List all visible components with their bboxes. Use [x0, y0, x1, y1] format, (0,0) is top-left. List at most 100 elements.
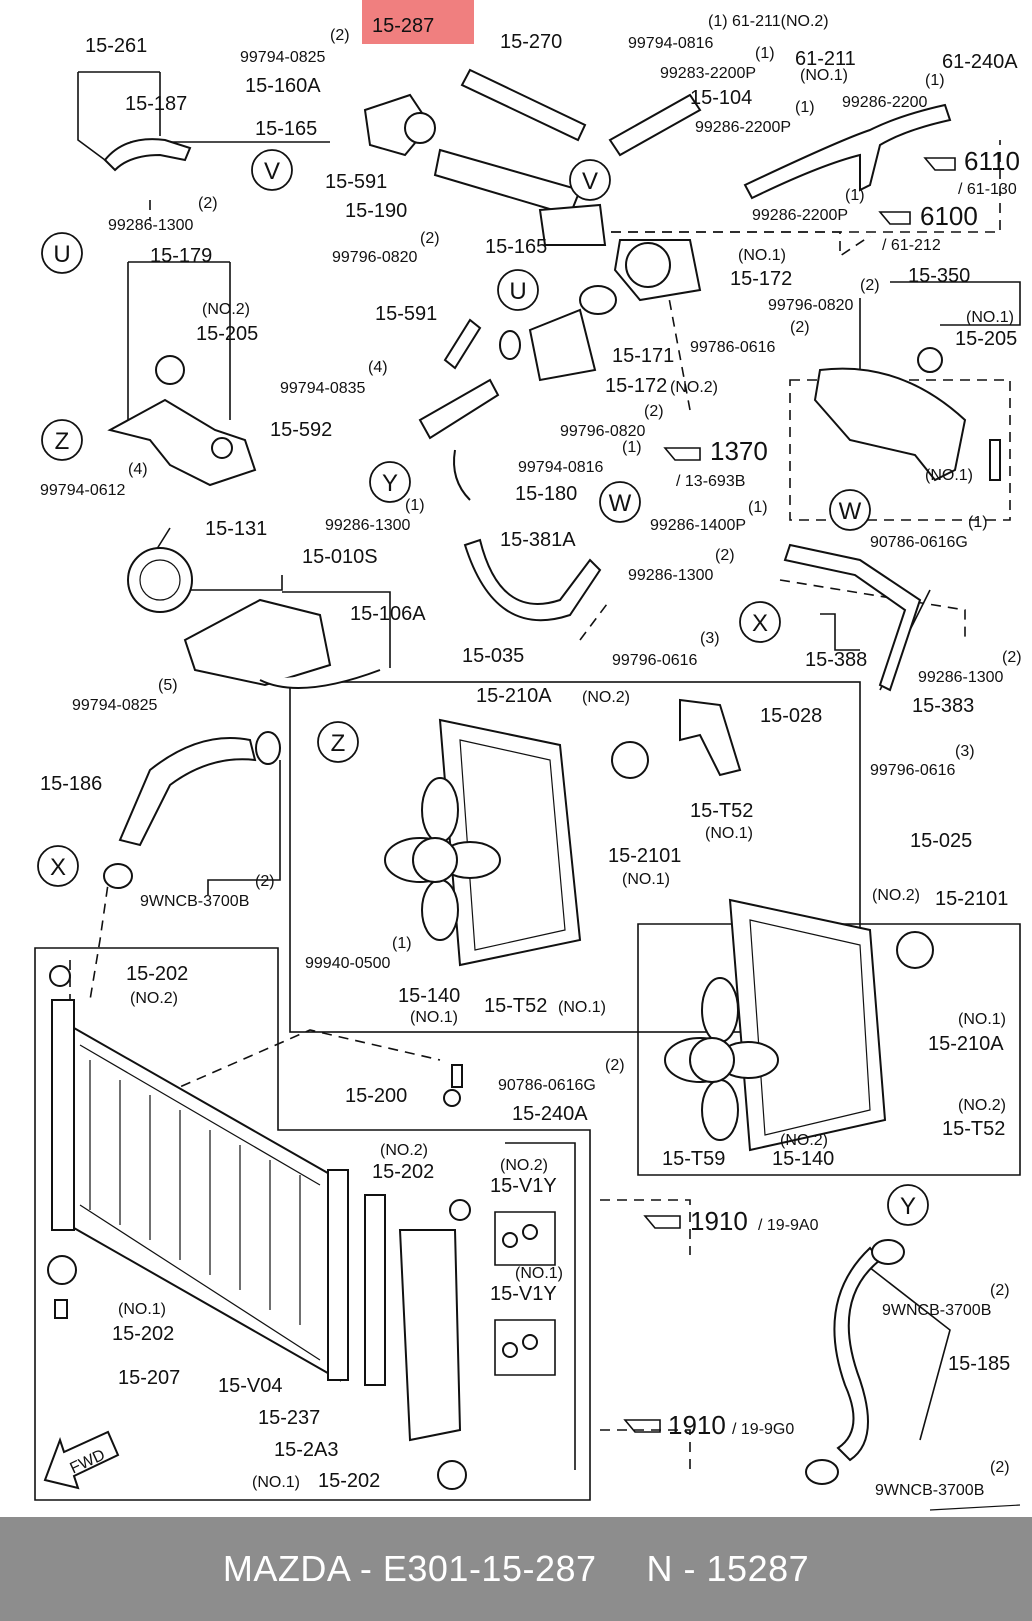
- label-15-287[interactable]: 15-287: [372, 15, 434, 37]
- label-90786-0616G-a[interactable]: 90786-0616G: [870, 534, 968, 551]
- ref-1910-b[interactable]: 1910: [668, 1410, 726, 1440]
- quantity-label: (1): [755, 45, 775, 62]
- label-99286-2200P-a[interactable]: 99286-2200P: [695, 119, 791, 136]
- label-15-187[interactable]: 15-187: [125, 93, 187, 115]
- label-15-165[interactable]: 15-165: [255, 118, 317, 140]
- label-15-592[interactable]: 15-592: [270, 419, 332, 441]
- label-99794-0612[interactable]: 99794-0612: [40, 482, 126, 499]
- label-15-172[interactable]: 15-172: [730, 268, 792, 290]
- qualifier-no1: (NO.1): [558, 999, 606, 1016]
- label-15-200[interactable]: 15-200: [345, 1085, 407, 1107]
- label-15-T52-no2[interactable]: 15-T52: [942, 1118, 1005, 1140]
- label-99286-2200[interactable]: 99286-2200: [842, 94, 928, 111]
- label-15-140-no2[interactable]: 15-140: [772, 1148, 834, 1170]
- label-15-165-b[interactable]: 15-165: [485, 236, 547, 258]
- label-99283-2200P[interactable]: 99283-2200P: [660, 65, 756, 82]
- ref-6110[interactable]: 6110: [964, 146, 1020, 176]
- label-99794-0825-a[interactable]: 99794-0825: [240, 49, 326, 66]
- label-15-190[interactable]: 15-190: [345, 200, 407, 222]
- label-15-T52-no1-b[interactable]: 15-T52: [484, 995, 547, 1017]
- label-99796-0616-a[interactable]: 99796-0616: [612, 652, 698, 669]
- label-15-172-no2[interactable]: 15-172: [605, 375, 667, 397]
- label-15-207[interactable]: 15-207: [118, 1367, 180, 1389]
- label-90786-0616G-b[interactable]: 90786-0616G: [498, 1077, 596, 1094]
- label-15-106A[interactable]: 15-106A: [350, 603, 426, 625]
- label-15-160A[interactable]: 15-160A: [245, 75, 321, 97]
- label-15-591[interactable]: 15-591: [325, 171, 387, 193]
- label-99794-0835[interactable]: 99794-0835: [280, 380, 366, 397]
- label-61-211-no1[interactable]: 61-211: [795, 48, 856, 70]
- label-99794-0825-b[interactable]: 99794-0825: [72, 697, 158, 714]
- label-99794-0816-a[interactable]: 99794-0816: [628, 35, 714, 52]
- label-99286-1300-d[interactable]: 99286-1300: [918, 669, 1004, 686]
- ref-13-693B[interactable]: / 13-693B: [676, 473, 745, 490]
- label-99786-0616[interactable]: 99786-0616: [690, 339, 776, 356]
- label-15-035[interactable]: 15-035: [462, 645, 524, 667]
- label-15-202-no1-b[interactable]: 15-202: [318, 1470, 380, 1492]
- label-99286-1300-a[interactable]: 99286-1300: [108, 217, 194, 234]
- label-99796-0820-c[interactable]: 99796-0820: [560, 423, 646, 440]
- label-15-171[interactable]: 15-171: [612, 345, 674, 367]
- label-15-T52-no1-a[interactable]: 15-T52: [690, 800, 753, 822]
- ref-19-9A0[interactable]: / 19-9A0: [758, 1217, 819, 1234]
- label-15-104[interactable]: 15-104: [690, 87, 752, 109]
- label-15-V1Y-no2[interactable]: 15-V1Y: [490, 1175, 557, 1197]
- label-99796-0820-a[interactable]: 99796-0820: [332, 249, 418, 266]
- label-15-2101-no2[interactable]: 15-2101: [935, 888, 1008, 910]
- label-99796-0616-b[interactable]: 99796-0616: [870, 762, 956, 779]
- label-15-V1Y-no1[interactable]: 15-V1Y: [490, 1283, 557, 1305]
- label-99940-0500[interactable]: 99940-0500: [305, 955, 391, 972]
- label-15-131[interactable]: 15-131: [205, 518, 267, 540]
- label-99286-1300-c[interactable]: 99286-1300: [628, 567, 714, 584]
- label-15-388[interactable]: 15-388: [805, 649, 867, 671]
- label-9WNCB-3700B-a[interactable]: 9WNCB-3700B: [140, 893, 249, 910]
- label-15-202-no2-a[interactable]: 15-202: [126, 963, 188, 985]
- label-15-025[interactable]: 15-025: [910, 830, 972, 852]
- label-15-185[interactable]: 15-185: [948, 1353, 1010, 1375]
- ref-circle-u1: [41, 232, 83, 274]
- label-15-2A3[interactable]: 15-2A3: [274, 1439, 339, 1461]
- label-9WNCB-3700B-c[interactable]: 9WNCB-3700B: [875, 1482, 984, 1499]
- label-15-205-no1[interactable]: 15-205: [955, 328, 1017, 350]
- quantity-label: (2): [605, 1057, 625, 1074]
- label-15-2101-no1[interactable]: 15-2101: [608, 845, 681, 867]
- label-15-010S[interactable]: 15-010S: [302, 546, 378, 568]
- label-15-261[interactable]: 15-261: [85, 35, 147, 57]
- label-99796-0820-b[interactable]: 99796-0820: [768, 297, 854, 314]
- ref-1370[interactable]: 1370: [710, 436, 768, 466]
- label-15-381A[interactable]: 15-381A: [500, 529, 576, 551]
- ref-1910-a[interactable]: 1910: [690, 1206, 748, 1236]
- label-99286-2200P-b[interactable]: 99286-2200P: [752, 207, 848, 224]
- label-15-270[interactable]: 15-270: [500, 31, 562, 53]
- label-15-186[interactable]: 15-186: [40, 773, 102, 795]
- ref-61-212[interactable]: / 61-212: [882, 237, 941, 254]
- ref-19-9G0[interactable]: / 19-9G0: [732, 1421, 794, 1438]
- label-99286-1300-b[interactable]: 99286-1300: [325, 517, 411, 534]
- label-15-202-no2-b[interactable]: 15-202: [372, 1161, 434, 1183]
- quantity-label: (2): [1002, 649, 1022, 666]
- label-15-240A[interactable]: 15-240A: [512, 1103, 588, 1125]
- label-15-180[interactable]: 15-180: [515, 483, 577, 505]
- label-99794-0816-b[interactable]: 99794-0816: [518, 459, 604, 476]
- label-15-V04[interactable]: 15-V04: [218, 1375, 283, 1397]
- label-9WNCB-3700B-b[interactable]: 9WNCB-3700B: [882, 1302, 991, 1319]
- label-15-210A-no1[interactable]: 15-210A: [928, 1033, 1004, 1055]
- pointing-hand-icon: [663, 447, 701, 461]
- label-15-T59[interactable]: 15-T59: [662, 1148, 725, 1170]
- label-15-205-no2[interactable]: 15-205: [196, 323, 258, 345]
- ref-61-130[interactable]: / 61-130: [958, 181, 1017, 198]
- label-15-179[interactable]: 15-179: [150, 245, 212, 267]
- ref-circle-x2: [37, 845, 79, 887]
- label-61-240A[interactable]: 61-240A: [942, 51, 1018, 73]
- quantity-label: (1): [748, 499, 768, 516]
- label-15-350[interactable]: 15-350: [908, 265, 970, 287]
- label-15-237[interactable]: 15-237: [258, 1407, 320, 1429]
- label-15-202-no1-a[interactable]: 15-202: [112, 1323, 174, 1345]
- ref-6100[interactable]: 6100: [920, 201, 978, 231]
- label-15-383[interactable]: 15-383: [912, 695, 974, 717]
- label-15-140-no1[interactable]: 15-140: [398, 985, 460, 1007]
- label-99286-1400P[interactable]: 99286-1400P: [650, 517, 746, 534]
- label-15-028[interactable]: 15-028: [760, 705, 822, 727]
- label-15-591-b[interactable]: 15-591: [375, 303, 437, 325]
- label-15-210A-no2[interactable]: 15-210A: [476, 685, 552, 707]
